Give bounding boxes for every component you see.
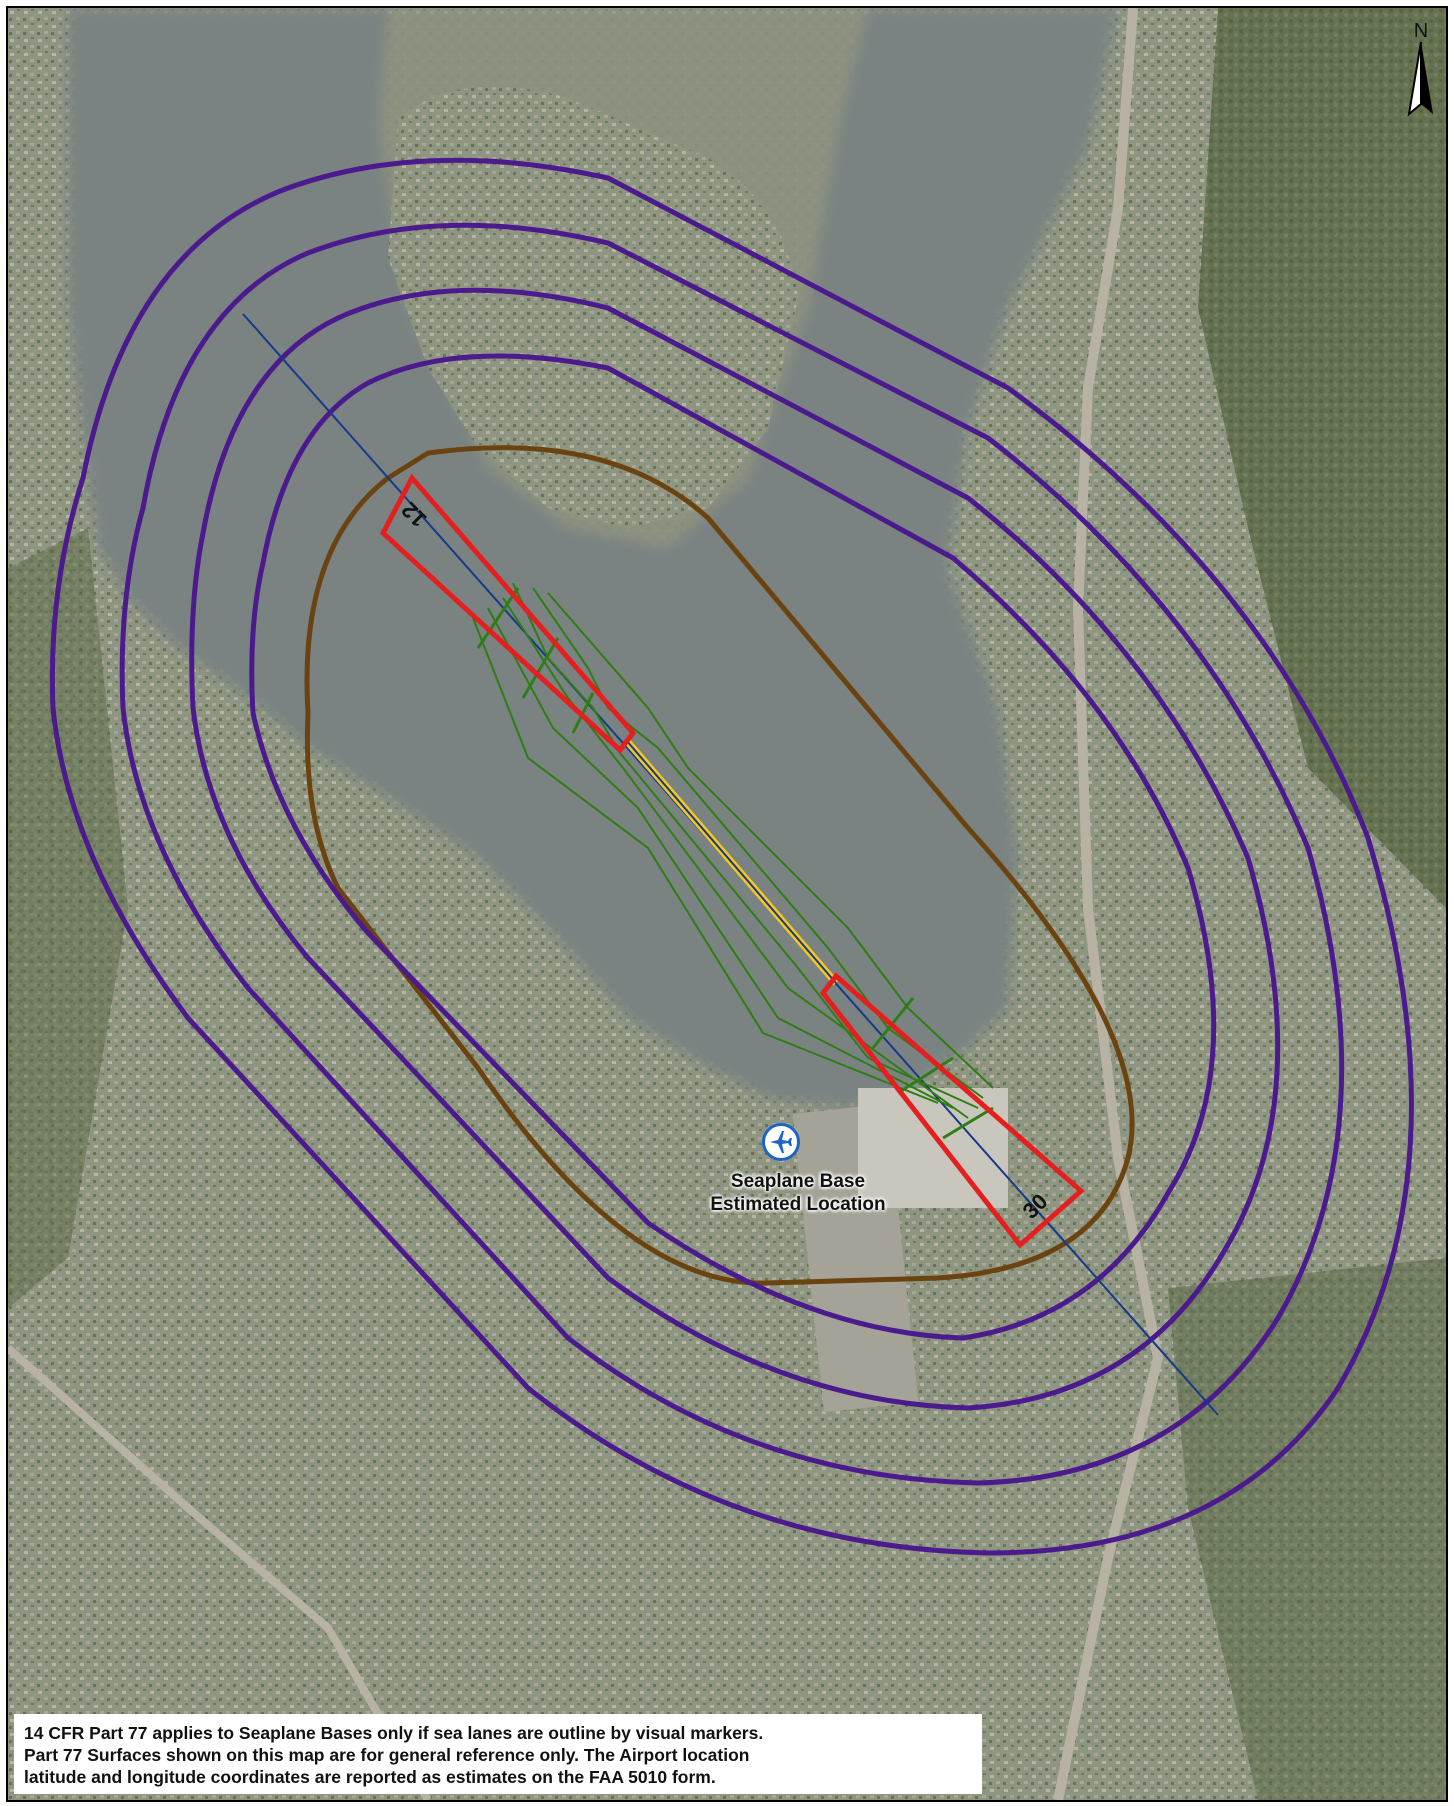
approach-tick-2 [521, 637, 560, 699]
conical-surface-ring-3 [189, 287, 1281, 1411]
seaplane-base-label-line-2: Estimated Location [710, 1194, 886, 1215]
north-arrow-icon [1407, 41, 1433, 117]
conical-surface-ring-4 [249, 353, 1217, 1341]
conical-surface-ring-2 [119, 222, 1345, 1486]
highway [1053, 8, 1164, 1800]
horizontal-surface-line [304, 445, 1135, 1286]
approach-line-3 [487, 607, 954, 1109]
runway-30-surface [819, 972, 1085, 1249]
approach-line-4 [472, 617, 939, 1104]
conical-surface-ring-1 [49, 157, 1414, 1556]
approach-line-6 [547, 592, 994, 1089]
disclaimer-line-1: 14 CFR Part 77 applies to Seaplane Bases… [24, 1723, 764, 1743]
approach-line-2 [502, 597, 969, 1119]
seaplane-base-label-line-1: Seaplane Base [730, 1171, 866, 1192]
approach-tick-1 [476, 587, 520, 649]
seaplane-base-label: Seaplane Base Estimated Location [688, 1170, 908, 1216]
sea-lane-centerline [625, 739, 837, 984]
seaplane-base-marker[interactable] [762, 1123, 800, 1161]
runway-12-surface [379, 473, 637, 754]
forest-west [8, 528, 128, 1308]
disclaimer-line-2: Part 77 Surfaces shown on this map are f… [24, 1745, 750, 1765]
forest-east [1198, 8, 1446, 908]
disclaimer-line-3: latitude and longitude coordinates are r… [24, 1767, 716, 1787]
disclaimer-note: 14 CFR Part 77 applies to Seaplane Bases… [14, 1714, 982, 1794]
north-letter: N [1413, 20, 1429, 42]
approach-tick-6 [942, 1106, 994, 1140]
airplane-icon [770, 1131, 792, 1153]
forest-southeast [1168, 1258, 1446, 1800]
approach-tick-5 [897, 1056, 954, 1095]
